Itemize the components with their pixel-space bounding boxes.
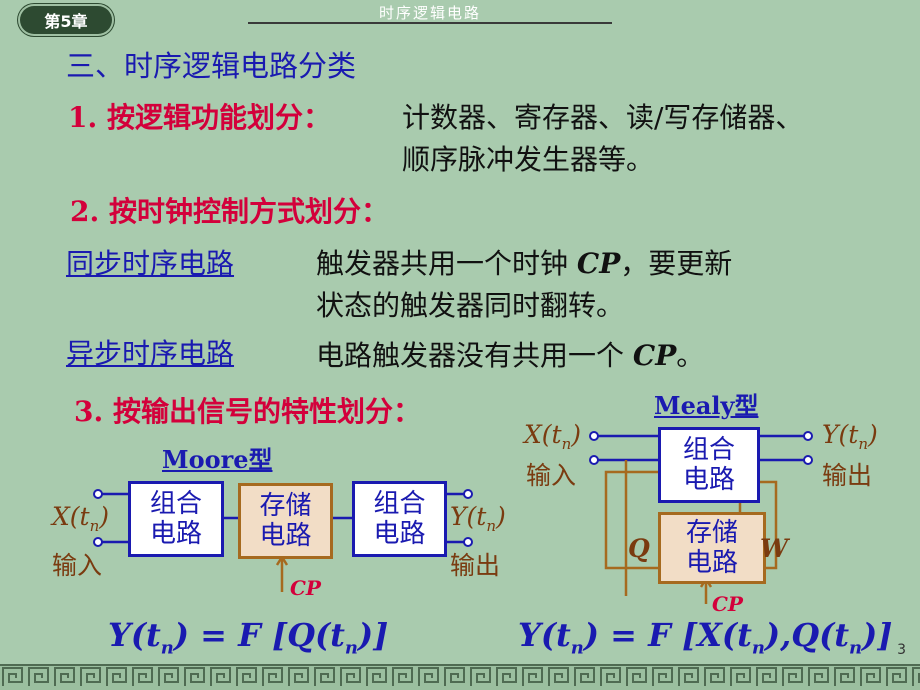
mealy-formula-mid: ) = F [X(t [583, 616, 752, 654]
moore-formula-sub2: n [344, 637, 358, 659]
mealy-title: Mealy型 [654, 391, 759, 420]
item2-label: 2. 按时钟控制方式划分： [70, 195, 389, 228]
moore-formula-sub1: n [160, 637, 174, 659]
sync-term: 同步时序电路 [66, 247, 235, 280]
async-cp: CP [632, 339, 677, 372]
mealy-combinational-box: 组合电路 [658, 427, 760, 503]
moore-formula: Y(tn) = F [Q(tn)] [108, 616, 388, 658]
async-desc-pre: 电路触发器没有共用一个 [316, 339, 633, 372]
moore-title: Moore型 [162, 445, 273, 474]
moore-input-close: ) [99, 502, 110, 531]
moore-box3-line2: 电路 [373, 519, 426, 549]
moore-input-sub: n [89, 517, 100, 535]
mealy-formula-end: )] [862, 616, 893, 654]
moore-output-label: 输出 [450, 551, 501, 580]
mealy-formula-sub3: n [849, 637, 863, 659]
moore-formula-mid: ) = F [Q(t [173, 616, 345, 654]
moore-formula-left: Y(t [108, 616, 161, 654]
async-desc-post: 。 [676, 339, 705, 372]
item3-label: 3. 按输出信号的特性划分： [74, 395, 421, 428]
moore-input-var: X(tn) [52, 502, 109, 535]
header-divider [248, 22, 612, 24]
item1-line1: 计数器、寄存器、读/写存储器、 [402, 101, 804, 134]
moore-box1-line1: 组合 [149, 489, 202, 519]
header-title: 时序逻辑电路 [378, 4, 481, 22]
sync-desc-post: ，要更新 [620, 247, 733, 280]
moore-box2-line2: 电路 [259, 521, 312, 551]
mealy-output-var: Y(tn) [822, 420, 878, 453]
mealy-output-label: 输出 [822, 461, 873, 490]
mealy-box1-line1: 组合 [682, 435, 735, 465]
moore-memory-box: 存储电路 [238, 483, 333, 559]
moore-output-var-text: Y(t [450, 502, 487, 531]
chapter-badge[interactable]: 第5章 [20, 6, 112, 34]
mealy-clock-label: CP [712, 592, 743, 616]
mealy-formula-mid2: ),Q(t [764, 616, 850, 654]
mealy-input-close: ) [571, 420, 582, 449]
mealy-formula-sub2: n [751, 637, 765, 659]
mealy-formula-left: Y(t [518, 616, 571, 654]
mealy-input-sub: n [561, 435, 572, 453]
mealy-box2-line2: 电路 [685, 548, 738, 578]
async-term: 异步时序电路 [66, 337, 235, 370]
item1-label: 1. 按逻辑功能划分： [68, 101, 331, 134]
moore-box3-line1: 组合 [373, 489, 426, 519]
mealy-output-close: ) [867, 420, 878, 449]
mealy-input-var-text: X(t [524, 420, 562, 449]
mealy-output-var-text: Y(t [822, 420, 859, 449]
mealy-memory-box: 存储电路 [658, 512, 766, 584]
decorative-border [0, 664, 920, 690]
moore-box2-line1: 存储 [259, 491, 312, 521]
sync-cp: CP [576, 247, 621, 280]
mealy-output-sub: n [858, 435, 868, 453]
moore-output-sub: n [486, 517, 496, 535]
item1-line2: 顺序脉冲发生器等。 [402, 143, 655, 176]
moore-clock-label: CP [290, 576, 321, 600]
moore-box1-line2: 电路 [149, 519, 202, 549]
page-number: 3 [897, 642, 906, 658]
mealy-box2-line1: 存储 [685, 518, 738, 548]
mealy-input-var: X(tn) [524, 420, 581, 453]
mealy-input-label: 输入 [526, 461, 577, 490]
sync-desc-line2: 状态的触发器同时翻转。 [316, 289, 625, 322]
moore-combinational-box-2: 组合电路 [352, 481, 447, 557]
sync-desc-pre: 触发器共用一个时钟 [316, 247, 577, 280]
moore-formula-end: )] [357, 616, 389, 654]
moore-input-label: 输入 [52, 551, 103, 580]
mealy-box1-line2: 电路 [682, 465, 735, 495]
moore-combinational-box-1: 组合电路 [128, 481, 224, 557]
moore-output-close: ) [495, 502, 506, 531]
sync-desc-line1: 触发器共用一个时钟 CP，要更新 [316, 244, 732, 284]
mealy-q-label: Q [628, 534, 650, 563]
mealy-formula-sub1: n [570, 637, 584, 659]
moore-output-var: Y(tn) [450, 502, 506, 535]
section-title: 三、时序逻辑电路分类 [66, 49, 357, 83]
mealy-formula: Y(tn) = F [X(tn),Q(tn)] [518, 616, 892, 658]
async-desc: 电路触发器没有共用一个 CP。 [316, 336, 704, 376]
mealy-w-label: W [760, 534, 789, 563]
moore-input-var-text: X(t [52, 502, 90, 531]
